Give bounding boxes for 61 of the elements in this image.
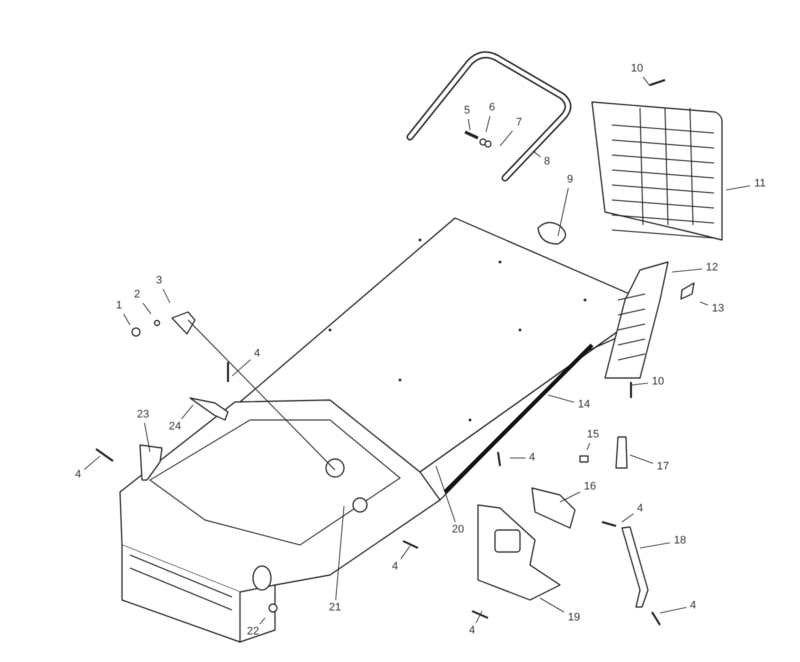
leader-line bbox=[436, 466, 456, 522]
leader-line bbox=[630, 454, 654, 464]
callout-number: 10 bbox=[652, 376, 664, 388]
leader-line bbox=[640, 542, 670, 548]
callout-number: 14 bbox=[578, 400, 590, 410]
leader-line bbox=[84, 456, 100, 470]
callout-number: 4 bbox=[74, 470, 82, 480]
callout-number: 15 bbox=[586, 430, 600, 440]
callout-number: 5 bbox=[464, 106, 470, 116]
callout-number: 19 bbox=[568, 612, 580, 624]
leader-line bbox=[123, 314, 130, 326]
callout-number: 1 bbox=[116, 300, 122, 312]
leader-line bbox=[500, 130, 513, 146]
leader-line bbox=[400, 546, 410, 560]
leader-line bbox=[586, 442, 590, 450]
callout-number: 17 bbox=[656, 462, 670, 472]
leader-line bbox=[660, 606, 687, 614]
leader-line bbox=[335, 506, 344, 600]
callout-number: 4 bbox=[690, 600, 696, 612]
leader-line bbox=[642, 76, 650, 86]
callout-number: 21 bbox=[328, 602, 342, 614]
callout-number: 4 bbox=[254, 348, 260, 360]
callout-number: 2 bbox=[134, 290, 140, 300]
callout-number: 11 bbox=[754, 178, 766, 190]
callout-number: 12 bbox=[706, 262, 718, 274]
callout-number: 4 bbox=[468, 626, 476, 636]
leader-line bbox=[726, 185, 750, 190]
callout-number: 24 bbox=[168, 422, 182, 432]
callout-number: 7 bbox=[516, 118, 522, 128]
callout-number: 4 bbox=[528, 452, 536, 464]
leader-line bbox=[232, 359, 251, 376]
leader-line bbox=[144, 422, 150, 452]
leader-line bbox=[476, 610, 482, 624]
leader-line bbox=[142, 302, 152, 314]
leader-line bbox=[560, 492, 580, 502]
callout-number: 3 bbox=[156, 276, 162, 286]
leader-line bbox=[468, 118, 470, 130]
leader-line bbox=[622, 513, 634, 522]
callout-number: 4 bbox=[636, 504, 644, 514]
callout-number: 20 bbox=[452, 524, 464, 536]
callout-number: 18 bbox=[674, 536, 686, 546]
leader-line bbox=[540, 598, 564, 613]
leader-line bbox=[548, 394, 574, 403]
callout-number: 9 bbox=[566, 174, 574, 186]
leader-line bbox=[259, 618, 266, 624]
callout-number: 6 bbox=[488, 102, 496, 114]
leader-line bbox=[632, 382, 648, 386]
leader-line bbox=[672, 268, 702, 272]
callout-number: 10 bbox=[630, 64, 644, 74]
callout-number: 8 bbox=[544, 156, 550, 168]
callout-number: 16 bbox=[584, 482, 596, 492]
callout-number: 22 bbox=[246, 626, 260, 638]
leader-line bbox=[700, 302, 708, 306]
leader-line bbox=[486, 116, 490, 132]
callout-number: 23 bbox=[136, 410, 150, 420]
callout-number: 4 bbox=[392, 562, 398, 572]
leader-line bbox=[162, 288, 170, 304]
leader-line bbox=[558, 188, 569, 236]
leader-line bbox=[532, 150, 541, 158]
leader-line bbox=[181, 404, 194, 420]
callout-number: 13 bbox=[712, 304, 724, 314]
